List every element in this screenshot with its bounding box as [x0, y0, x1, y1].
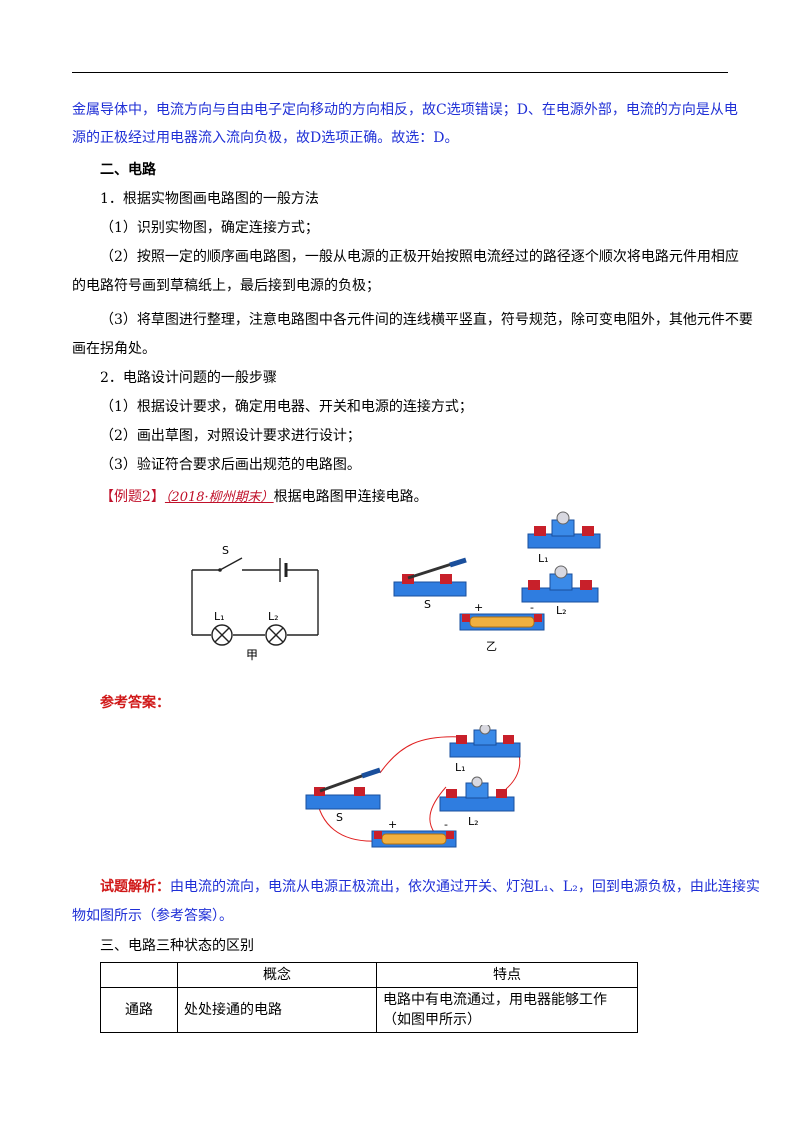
answer-minus-label: -: [444, 818, 448, 831]
table-cell-concept: 处处接通的电路: [177, 987, 377, 1033]
analysis-line-2: 物如图所示（参考答案）。: [72, 908, 233, 924]
table-header-row: 概念 特点: [100, 962, 638, 988]
yi-l1-label: L₁: [538, 552, 549, 565]
answer-wired-diagram: L₁ L₂ S + -: [305, 725, 521, 848]
answer-switch-label: S: [336, 811, 343, 824]
method1-step1: （1）识别实物图，确定连接方式；: [100, 220, 319, 236]
table-cell-name: 通路: [100, 987, 178, 1033]
answer-label: 参考答案：: [100, 695, 170, 711]
section3-title: 三、电路三种状态的区别: [100, 938, 254, 954]
method1-step3-line2: 画在拐角处。: [72, 341, 156, 357]
jia-l2-label: L₂: [268, 610, 279, 623]
method1-step2-line2: 的电路符号画到草稿纸上，最后接到电源的负极；: [72, 278, 380, 294]
jia-l1-label: L₁: [214, 610, 225, 623]
method2-step3: （3）验证符合要求后画出规范的电路图。: [100, 457, 361, 473]
method1-step3-line1: （3）将草图进行整理，注意电路图中各元件间的连线横平竖直，符号规范，除可变电阻外…: [100, 312, 753, 328]
circuit-states-table: 概念 特点 通路 处处接通的电路 电路中有电流通过，用电器能够工作（如图甲所示）: [100, 962, 638, 1033]
yi-switch-label: S: [424, 598, 431, 611]
method1-step2-line1: （2）按照一定的顺序画电路图，一般从电源的正极开始按照电流经过的路径逐个顺次将电…: [100, 249, 739, 265]
table-row: 通路 处处接通的电路 电路中有电流通过，用电器能够工作（如图甲所示）: [100, 987, 638, 1033]
header-rule: [72, 72, 728, 73]
yi-caption: 乙: [486, 640, 497, 653]
analysis-label: 试题解析：: [100, 879, 170, 895]
battery-component: [459, 613, 545, 631]
answer-l2-label: L₂: [468, 815, 479, 828]
yi-minus-label: -: [530, 601, 534, 614]
jia-caption: 甲: [246, 648, 258, 662]
table-header-cell: 概念: [177, 962, 377, 988]
bulb-l1-stand: [527, 511, 601, 549]
section2-title: 二、电路: [100, 162, 156, 178]
yi-plus-label: +: [474, 601, 483, 614]
intro-line-1: 金属导体中，电流方向与自由电子定向移动的方向相反，故C选项错误；D、在电源外部，…: [72, 102, 738, 118]
intro-line-2: 源的正极经过用电器流入流向负极，故D选项正确。故选：D。: [72, 130, 459, 146]
physical-diagram-yi: L₁ L₂ S + - 乙: [393, 511, 601, 653]
bulb-l2-stand: [521, 565, 599, 603]
yi-l2-label: L₂: [556, 604, 567, 617]
method2-title: 2．电路设计问题的一般步骤: [100, 370, 277, 386]
example-source: （2018·柳州期末）: [164, 490, 274, 505]
example-tag: 【例题2】: [100, 489, 165, 505]
example-question: 根据电路图甲连接电路。: [273, 489, 428, 505]
analysis-line-1: 试题解析：由电流的流向，电流从电源正极流出，依次通过开关、灯泡L₁、L₂，回到电…: [100, 877, 760, 897]
method1-title: 1．根据实物图画电路图的一般方法: [100, 191, 319, 207]
analysis-text-1: 由电流的流向，电流从电源正极流出，依次通过开关、灯泡L₁、L₂，回到电源负极，由…: [170, 879, 760, 895]
table-header-cell: [100, 962, 178, 988]
jia-switch-label: S: [222, 544, 229, 557]
answer-l1-label: L₁: [455, 761, 466, 774]
circuit-diagram-jia: S L₁ L₂ 甲: [191, 544, 319, 662]
example-line: 【例题2】（2018·柳州期末）根据电路图甲连接电路。: [100, 487, 428, 508]
table-cell-feature: 电路中有电流通过，用电器能够工作（如图甲所示）: [376, 987, 638, 1033]
answer-plus-label: +: [388, 818, 397, 831]
method2-step2: （2）画出草图，对照设计要求进行设计；: [100, 428, 361, 444]
table-header-cell: 特点: [376, 962, 638, 988]
method2-step1: （1）根据设计要求，确定用电器、开关和电源的连接方式；: [100, 399, 473, 415]
switch-component: [393, 557, 467, 597]
